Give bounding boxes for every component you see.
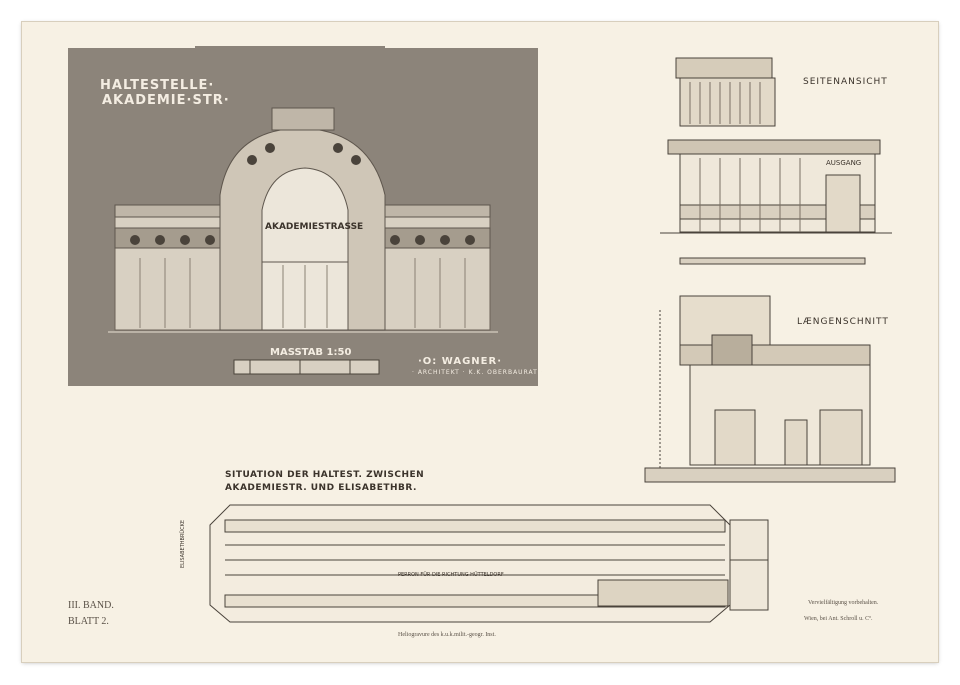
- section-view-title: LÆNGENSCHNITT: [797, 317, 889, 327]
- volume-label: III. BAND.: [68, 600, 114, 611]
- site-plan-vertical-label: ELISABETHBRÜCKE: [180, 519, 186, 568]
- site-plan-title-line1: SITUATION DER HALTEST. ZWISCHEN: [225, 470, 425, 480]
- longitudinal-section: [644, 295, 896, 483]
- side-elevation: [660, 57, 892, 265]
- front-elevation: [108, 107, 498, 333]
- scale-text: MASSTAB 1:50: [270, 347, 352, 358]
- architect-name: ·O: WAGNER·: [418, 356, 503, 367]
- scale-bar: [233, 359, 380, 375]
- rights-notice: Vervielfältigung vorbehalten.: [808, 600, 879, 606]
- publisher-credit: Wien, bei Ant. Schroll u. Cº.: [804, 616, 873, 622]
- side-view-title: SEITENANSICHT: [803, 77, 888, 87]
- station-sign: AKADEMIESTRASSE: [265, 222, 364, 232]
- printer-credit: Heliogravure des k.u.k.milit.-geogr. Ins…: [398, 632, 496, 638]
- sheet-label: BLATT 2.: [68, 616, 109, 627]
- plate-title-line2: AKADEMIE·STR·: [102, 93, 230, 108]
- platform-label: PERRON FÜR DIE RICHTUNG HÜTTELDORF: [398, 572, 504, 578]
- site-plan-title-line2: AKADEMIESTR. UND ELISABETHBR.: [225, 483, 417, 493]
- exit-sign: AUSGANG: [826, 159, 862, 167]
- architect-subtitle: · ARCHITEKT · K.K. OBERBAURAT ·: [412, 369, 544, 376]
- plate-title-line1: HALTESTELLE·: [100, 78, 215, 93]
- site-plan: [209, 504, 769, 623]
